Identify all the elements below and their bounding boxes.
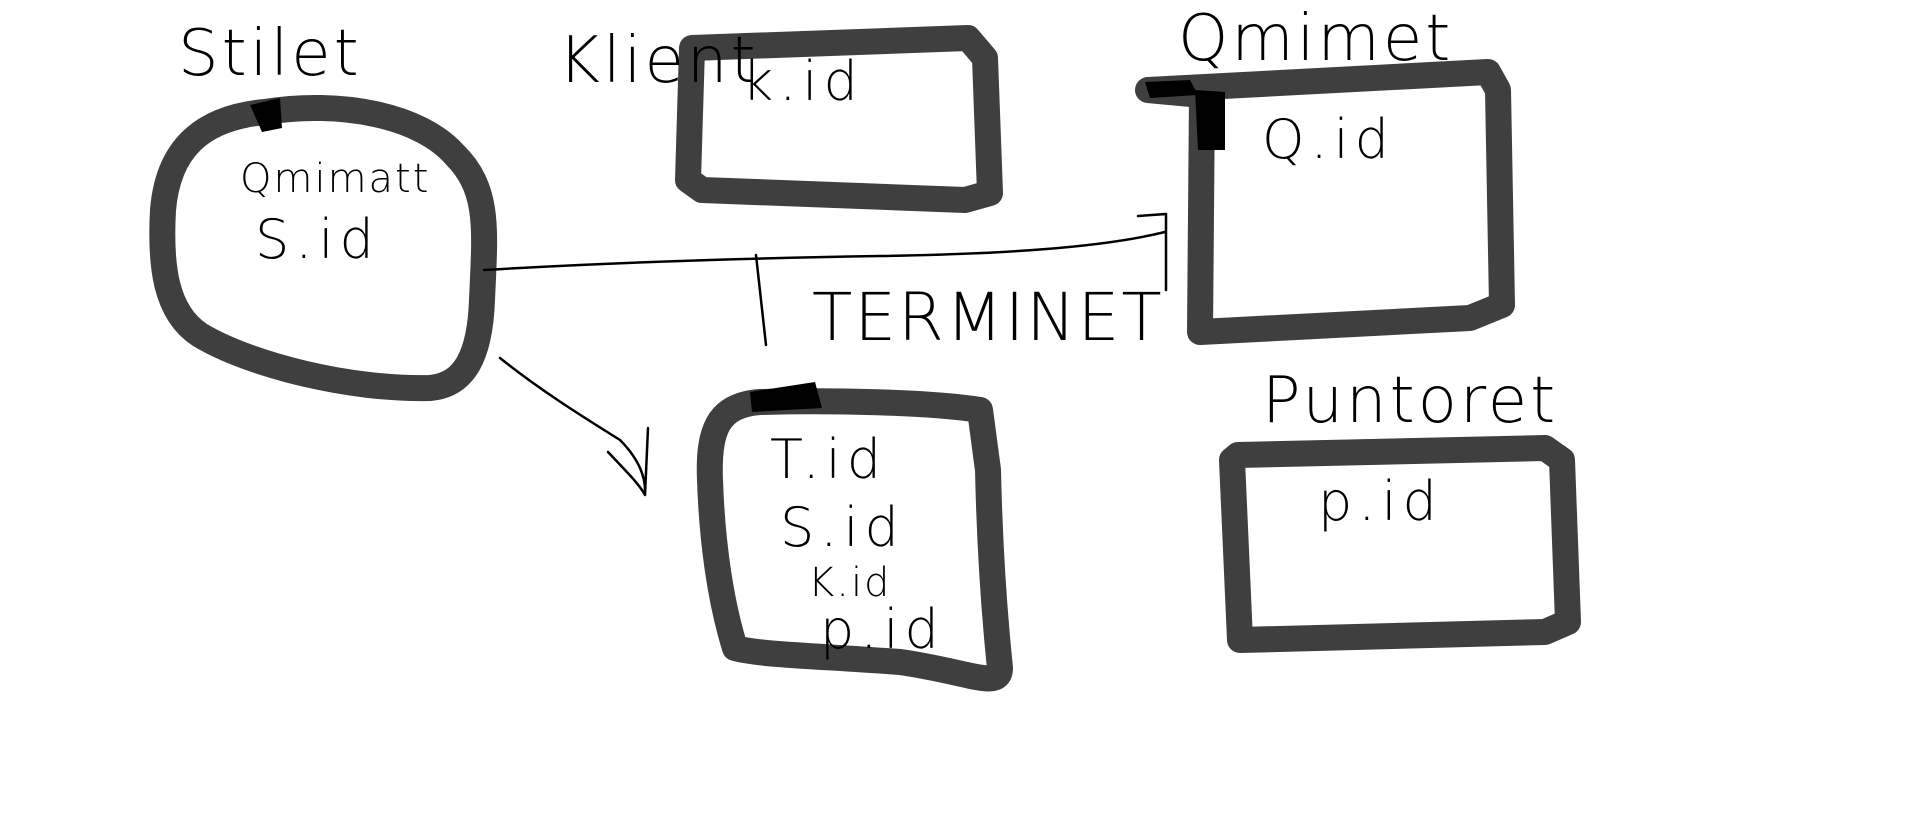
qmimet-attr-qid: Q.id	[1262, 108, 1395, 171]
stilet-shape	[149, 95, 498, 402]
terminet-shape	[696, 388, 1013, 692]
puntoret-attr-pid: p.id	[1318, 470, 1443, 533]
klient-title: Klient	[558, 24, 759, 98]
terminet-attr-kid: K.id	[808, 560, 891, 606]
stilet-title: Stilet	[178, 17, 362, 91]
connector-stilet-terminet	[498, 356, 647, 492]
qmimet-corner-mark	[1145, 80, 1198, 98]
terminet-attr-sid: S.id	[780, 496, 905, 559]
arrowhead-terminet	[606, 426, 650, 497]
qmimet-title: Qmimet	[1178, 2, 1453, 76]
entity-puntoret: Puntoret p.id	[1219, 364, 1581, 653]
entity-stilet: Stilet Qmimatt S.id	[149, 17, 498, 402]
terminet-label-marker	[754, 253, 768, 347]
puntoret-title: Puntoret	[1262, 364, 1558, 438]
connector-stilet-qmimet	[482, 230, 1167, 272]
entity-qmimet: Qmimet Q.id	[1135, 2, 1515, 345]
entity-klient: Klient k.id	[558, 24, 1003, 213]
relationships	[482, 212, 1168, 497]
entity-terminet: TERMINET T.id S.id K.id p.id	[696, 279, 1164, 692]
klient-shape	[675, 25, 1003, 213]
terminet-attr-tid: T.id	[770, 428, 887, 491]
puntoret-shape	[1219, 435, 1581, 653]
klient-attr-kid: k.id	[742, 50, 864, 113]
arrowhead-qmimet	[1136, 212, 1168, 292]
terminet-corner-mark	[750, 382, 822, 412]
qmimet-corner-mark-2	[1195, 90, 1225, 150]
stilet-corner-mark	[250, 98, 282, 132]
stilet-attr-qmimatt: Qmimatt	[240, 156, 430, 202]
terminet-title: TERMINET	[812, 279, 1164, 356]
terminet-attr-pid: p.id	[820, 598, 945, 661]
stilet-attr-sid: S.id	[255, 208, 380, 271]
